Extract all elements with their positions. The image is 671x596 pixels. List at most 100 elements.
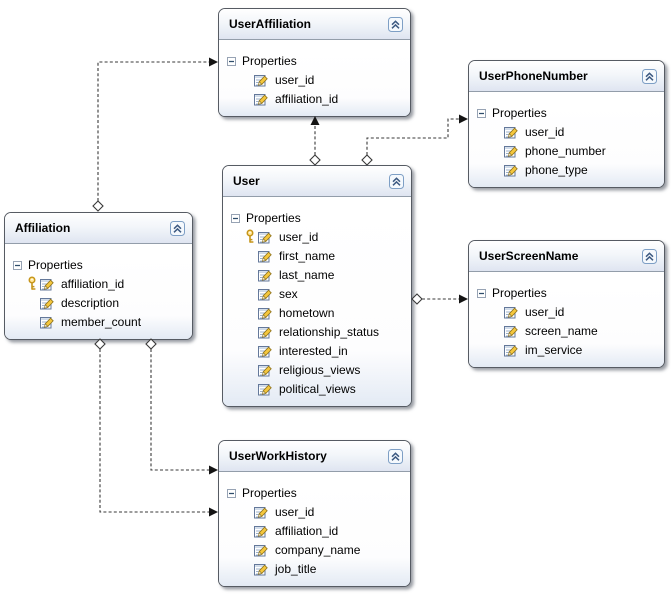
property-row[interactable]: affiliation_id bbox=[5, 274, 192, 293]
property-row[interactable]: relationship_status bbox=[223, 322, 411, 341]
minus-expander-icon[interactable] bbox=[227, 56, 236, 66]
properties-section-row: Properties bbox=[469, 104, 664, 122]
entity-header: UserAffiliation bbox=[219, 9, 410, 40]
entity-body: Properties user_id phone_number bbox=[469, 104, 664, 187]
property-row[interactable]: member_count bbox=[5, 312, 192, 331]
collapse-entity-button[interactable] bbox=[389, 173, 404, 189]
property-name: job_title bbox=[275, 561, 317, 576]
entity-body: Properties affiliation_id bbox=[5, 256, 192, 339]
minus-expander-icon[interactable] bbox=[477, 288, 486, 298]
scalar-property-icon bbox=[504, 344, 518, 356]
association-user-to-userphonenumber[interactable] bbox=[361, 114, 468, 166]
scalar-property-icon bbox=[258, 364, 272, 376]
association-affiliation-to-useraffiliation[interactable] bbox=[92, 57, 218, 212]
entity-useraffiliation[interactable]: UserAffiliation Properties bbox=[218, 8, 411, 117]
property-row[interactable]: phone_type bbox=[469, 160, 664, 179]
property-name: sex bbox=[279, 286, 298, 301]
property-name: relationship_status bbox=[279, 324, 380, 339]
property-name: screen_name bbox=[525, 323, 598, 338]
many-end-arrow bbox=[459, 294, 468, 304]
property-row[interactable]: job_title bbox=[219, 559, 410, 578]
association-user-to-useraffiliation[interactable] bbox=[309, 116, 321, 166]
property-row[interactable]: political_views bbox=[223, 379, 411, 398]
entity-body: Properties user_id bbox=[223, 209, 411, 406]
properties-section-label: Properties bbox=[492, 106, 547, 120]
property-row[interactable]: screen_name bbox=[469, 321, 664, 340]
scalar-property-icon bbox=[258, 345, 272, 357]
collapse-entity-button[interactable] bbox=[170, 220, 185, 236]
entity-header: UserScreenName bbox=[469, 241, 664, 272]
property-row[interactable]: company_name bbox=[219, 540, 410, 559]
property-row[interactable]: affiliation_id bbox=[219, 89, 410, 108]
property-row[interactable]: user_id bbox=[469, 302, 664, 321]
property-name: last_name bbox=[279, 267, 335, 282]
chevron-double-up-icon bbox=[170, 220, 185, 236]
property-row[interactable]: user_id bbox=[223, 227, 411, 246]
entity-userscreenname[interactable]: UserScreenName Properties bbox=[468, 240, 665, 368]
key-slot bbox=[245, 229, 258, 244]
property-name: user_id bbox=[525, 124, 565, 139]
property-name: im_service bbox=[525, 342, 583, 357]
scalar-property-icon bbox=[40, 316, 54, 328]
many-end-arrow bbox=[209, 507, 218, 517]
entity-body: Properties user_id screen_name bbox=[469, 284, 664, 367]
property-name: company_name bbox=[275, 542, 361, 557]
property-name: description bbox=[61, 295, 120, 310]
one-end-diamond bbox=[309, 154, 321, 166]
property-list: user_id first_name last_name bbox=[223, 227, 411, 398]
property-row[interactable]: im_service bbox=[469, 340, 664, 359]
entity-userphonenumber[interactable]: UserPhoneNumber Properties bbox=[468, 60, 665, 188]
minus-expander-icon[interactable] bbox=[13, 260, 22, 270]
association-user-to-userscreenname[interactable] bbox=[411, 293, 468, 305]
entity-header: UserPhoneNumber bbox=[469, 61, 664, 92]
scalar-property-icon bbox=[254, 506, 268, 518]
scalar-property-icon bbox=[504, 145, 518, 157]
scalar-property-icon bbox=[254, 544, 268, 556]
entity-userworkhistory[interactable]: UserWorkHistory Properties bbox=[218, 440, 411, 587]
scalar-property-icon bbox=[258, 307, 272, 319]
property-row[interactable]: sex bbox=[223, 284, 411, 303]
minus-expander-icon[interactable] bbox=[477, 108, 486, 118]
minus-expander-icon[interactable] bbox=[231, 213, 240, 223]
property-name: user_id bbox=[275, 72, 315, 87]
association-affiliation-to-userworkhistory-upper[interactable] bbox=[145, 338, 218, 475]
chevron-double-up-icon bbox=[389, 173, 404, 189]
property-name: phone_type bbox=[525, 162, 588, 177]
scalar-property-icon bbox=[258, 231, 272, 243]
entity-header: User bbox=[223, 166, 411, 197]
collapse-entity-button[interactable] bbox=[642, 68, 657, 84]
property-row[interactable]: user_id bbox=[219, 70, 410, 89]
scalar-property-icon bbox=[504, 164, 518, 176]
entity-header: Affiliation bbox=[5, 213, 192, 244]
entity-user[interactable]: User Properties bbox=[222, 165, 412, 407]
chevron-double-up-icon bbox=[642, 68, 657, 84]
property-name: user_id bbox=[525, 304, 565, 319]
property-row[interactable]: user_id bbox=[469, 122, 664, 141]
association-affiliation-to-userworkhistory-lower[interactable] bbox=[94, 338, 218, 517]
property-row[interactable]: user_id bbox=[219, 502, 410, 521]
property-row[interactable]: hometown bbox=[223, 303, 411, 322]
property-row[interactable]: description bbox=[5, 293, 192, 312]
scalar-property-icon bbox=[258, 288, 272, 300]
collapse-entity-button[interactable] bbox=[642, 248, 657, 264]
minus-expander-icon[interactable] bbox=[227, 488, 236, 498]
collapse-entity-button[interactable] bbox=[388, 448, 403, 464]
property-row[interactable]: first_name bbox=[223, 246, 411, 265]
property-list: affiliation_id description member_count bbox=[5, 274, 192, 331]
association-line bbox=[150, 349, 209, 471]
property-name: affiliation_id bbox=[275, 523, 339, 538]
property-row[interactable]: affiliation_id bbox=[219, 521, 410, 540]
chevron-double-up-icon bbox=[388, 16, 403, 32]
property-row[interactable]: religious_views bbox=[223, 360, 411, 379]
property-row[interactable]: last_name bbox=[223, 265, 411, 284]
scalar-property-icon bbox=[40, 278, 54, 290]
properties-section-label: Properties bbox=[28, 258, 83, 272]
scalar-property-icon bbox=[258, 269, 272, 281]
collapse-entity-button[interactable] bbox=[388, 16, 403, 32]
one-end-diamond bbox=[92, 200, 104, 212]
property-row[interactable]: interested_in bbox=[223, 341, 411, 360]
property-row[interactable]: phone_number bbox=[469, 141, 664, 160]
entity-affiliation[interactable]: Affiliation Properties bbox=[4, 212, 193, 340]
scalar-property-icon bbox=[504, 126, 518, 138]
property-name: religious_views bbox=[279, 362, 361, 377]
